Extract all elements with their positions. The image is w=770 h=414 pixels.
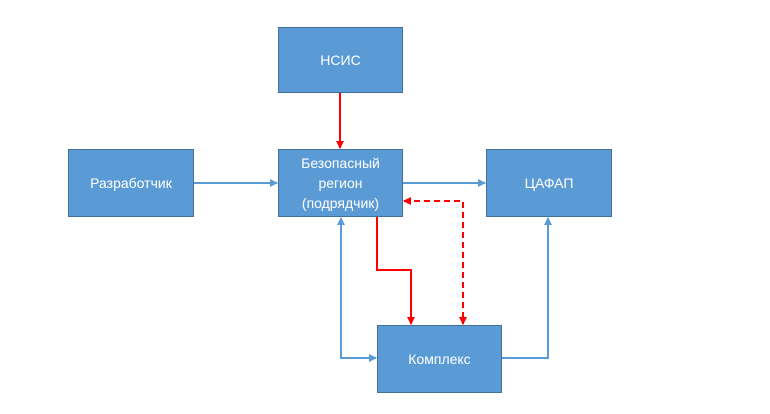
node-developer-label: Разработчик (90, 175, 172, 191)
edge-complex-region-blue (337, 217, 377, 362)
edge-complex-to-cafap (502, 217, 552, 359)
node-cafap-label: ЦАФАП (524, 175, 574, 191)
node-nsis-label: НСИС (320, 52, 361, 68)
node-developer: Разработчик (68, 149, 194, 217)
edge-region-to-complex-red (376, 217, 415, 325)
edge-complex-region-dashed (403, 197, 467, 325)
node-cafap: ЦАФАП (486, 149, 612, 217)
node-complex: Комплекс (377, 325, 502, 393)
node-secure-region-label: Безопасный регион (подрядчик) (301, 155, 380, 211)
node-secure-region: Безопасный регион (подрядчик) (278, 149, 403, 217)
node-complex-label: Комплекс (408, 351, 471, 367)
node-nsis: НСИС (278, 27, 403, 93)
